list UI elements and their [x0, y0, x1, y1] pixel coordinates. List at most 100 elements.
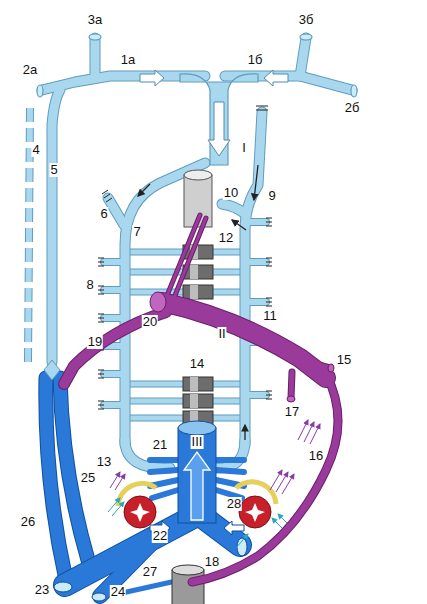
- vessel-shape: [98, 401, 104, 409]
- callout-number: 26: [20, 515, 36, 529]
- vessel-shape: [245, 392, 266, 398]
- vessel-shape: [152, 490, 178, 498]
- callout-number: I: [241, 141, 247, 155]
- vessel-shape: [90, 38, 101, 78]
- vessel-shape: [266, 258, 272, 266]
- vessel-shape: [104, 259, 125, 265]
- vessel-shape: [124, 496, 156, 528]
- vessel-shape: [245, 258, 266, 266]
- inferior-vena-cava: [178, 421, 216, 435]
- vessel-shape: [266, 391, 272, 399]
- vessel-shape: [52, 90, 60, 362]
- callout-number: 16: [308, 449, 324, 463]
- vessel-shape: [140, 70, 164, 86]
- vessel-shape: [190, 394, 198, 408]
- callout-number: 19: [87, 335, 103, 349]
- vessel-shape: [310, 424, 320, 444]
- vessel-shape: [104, 287, 125, 293]
- callout-number: 24: [110, 585, 126, 599]
- vessel-shape: [92, 593, 106, 601]
- flow-arrow: [208, 102, 230, 156]
- vessel-shape: [236, 534, 248, 548]
- vessel-shape: [291, 372, 292, 398]
- callout-number: 22: [152, 529, 168, 543]
- vessel-shape: [190, 265, 198, 279]
- callout-number: 9: [267, 189, 276, 203]
- vessel-shape: [192, 374, 338, 582]
- vessel-shape: [104, 258, 125, 266]
- vessel-shape: [245, 299, 266, 305]
- vessel-shape: [282, 474, 294, 494]
- callout-number: 2б: [344, 101, 361, 115]
- vessel-shape: [264, 70, 288, 86]
- flow-arrow: [140, 70, 288, 86]
- callout-number: 7: [132, 225, 141, 239]
- callout-number: 21: [152, 438, 168, 452]
- vessel-shape: [291, 372, 292, 398]
- vessel-shape: [287, 396, 295, 402]
- vessel-shape: [232, 220, 246, 230]
- vessel-shape: [183, 285, 213, 299]
- vessel-shape: [300, 360, 330, 368]
- vessel-shape: [300, 38, 306, 76]
- flow-arrow: [184, 452, 210, 520]
- vessel-shape: [104, 371, 125, 377]
- callout-number: 18: [204, 555, 220, 569]
- callout-number: 17: [284, 405, 300, 419]
- vessel-shape: [216, 457, 244, 463]
- kidney: [118, 482, 276, 528]
- flow-arrow: [108, 498, 290, 548]
- vessel-shape: [138, 184, 150, 196]
- vessel-shape: [150, 470, 178, 472]
- vessel-shape: [130, 503, 150, 522]
- vessel-shape: [98, 370, 104, 378]
- vessel-shape: [245, 391, 266, 399]
- callout-number: 1а: [120, 53, 136, 67]
- vessel-shape: [245, 218, 266, 226]
- vessel-shape: [64, 215, 338, 582]
- vessel-shape: [222, 204, 245, 214]
- vertebra-band: [190, 245, 198, 425]
- vertebra: [183, 245, 213, 425]
- callout-number: 28: [226, 497, 242, 511]
- vessel-shape: [89, 34, 101, 40]
- vessel-shape: [214, 440, 245, 468]
- vessel-shape: [245, 503, 265, 522]
- vessel-shape: [276, 472, 288, 492]
- vessel-caps: [150, 292, 334, 402]
- vessel-caps: [54, 538, 247, 601]
- vessel-shape: [46, 378, 66, 580]
- vessel-shape: [166, 215, 200, 298]
- vessel-shape: [266, 218, 272, 226]
- vessel-shape: [60, 378, 88, 560]
- vessel-shape: [183, 394, 213, 408]
- vessel-shape: [102, 190, 112, 202]
- callout-number: 27: [142, 565, 158, 579]
- vessel-shape: [37, 85, 43, 97]
- callout-number: 4: [31, 143, 40, 157]
- vessel-shape: [42, 38, 352, 468]
- vessel-shape: [150, 292, 166, 312]
- callout-number: II: [217, 327, 226, 341]
- vessel-shape: [254, 165, 258, 200]
- vessel-shape: [28, 108, 30, 362]
- vessel-shape: [122, 581, 176, 593]
- vessel-shape: [98, 314, 104, 322]
- vessel-shape: [172, 565, 204, 575]
- callout-number: 12: [218, 231, 234, 245]
- vessel-shape: [64, 215, 338, 582]
- vessel-shape: [28, 108, 30, 362]
- vessel-shape: [104, 286, 125, 294]
- vessel-shape: [239, 496, 271, 528]
- vessel-shape: [64, 312, 166, 384]
- iliac-veins: [46, 378, 244, 596]
- vessel-shape: [98, 258, 104, 266]
- vessel-shape: [98, 286, 104, 294]
- vessel-shape: [108, 198, 124, 225]
- vessel-shape: [214, 440, 245, 468]
- callout-number: 23: [34, 583, 50, 597]
- vessel-shape: [108, 198, 124, 225]
- vessel-shape: [174, 218, 206, 298]
- vessel-shape: [244, 425, 245, 440]
